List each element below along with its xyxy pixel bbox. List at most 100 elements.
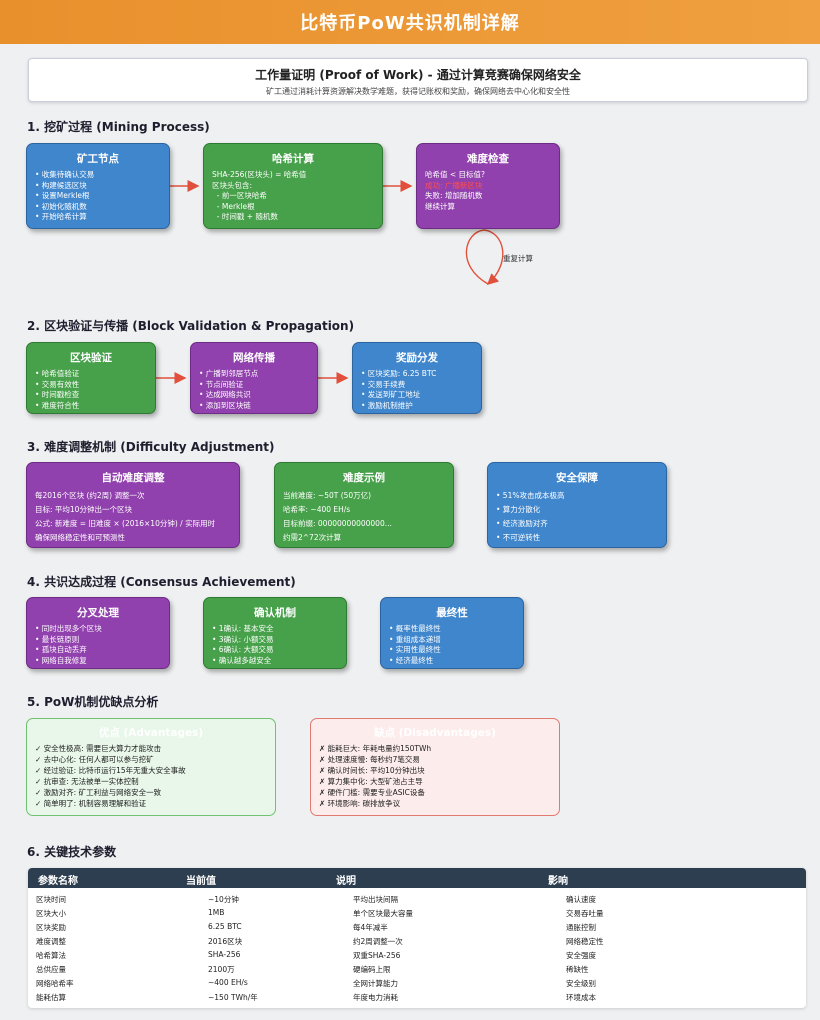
box-line: 每2016个区块 (约2周) 调整一次 xyxy=(35,491,145,500)
box-line: • 6确认: 大额交易 xyxy=(212,645,274,654)
col-header: 当前值 xyxy=(186,876,216,887)
table-row: 区块时间~10分钟平均出块间隔确认速度 xyxy=(28,892,806,906)
box-line: 哈希率: ~400 EH/s xyxy=(283,505,351,514)
box-title: 矿工节点 xyxy=(77,153,119,165)
box-line: • 算力分散化 xyxy=(496,505,541,514)
intro-card: 工作量证明 (Proof of Work) - 通过计算竞赛确保网络安全 矿工通… xyxy=(28,58,808,102)
hash-calc-box: 哈希计算 SHA-256(区块头) = 哈希值 区块头包含: - 前一区块哈希 … xyxy=(203,143,383,229)
fork-handling-box: 分叉处理 • 同时出现多个区块 • 最长链原则 • 孤块自动丢弃 • 网络自我修… xyxy=(26,597,170,669)
box-line: • 哈希值验证 xyxy=(35,369,80,378)
box-line: • 交易有效性 xyxy=(35,379,80,389)
box-line: • 网络自我修复 xyxy=(35,655,87,665)
advantage-item: ✓ 激励对齐: 矿工利益与网络安全一致 xyxy=(35,788,162,797)
box-line: - 时间戳 + 随机数 xyxy=(212,212,278,221)
auto-difficulty-box: 自动难度调整 每2016个区块 (约2周) 调整一次 目标: 平均10分钟出一个… xyxy=(26,462,240,548)
box-title: 难度示例 xyxy=(343,472,385,484)
miner-node-box: 矿工节点 • 收集待确认交易 • 构建候选区块 • 设置Merkle根 • 初始… xyxy=(26,143,170,229)
box-line: • 不可逆转性 xyxy=(496,533,541,542)
box-line: • 节点间验证 xyxy=(199,379,244,389)
advantage-item: ✓ 经过验证: 比特币运行15年无重大安全事故 xyxy=(35,766,186,775)
box-line: • 开始哈希计算 xyxy=(35,212,87,221)
box-line: • 交易手续费 xyxy=(361,379,406,389)
box-line: 确保网络稳定性和可预测性 xyxy=(35,533,125,542)
box-line: - Merkle根 xyxy=(212,201,255,211)
box-line: 区块头包含: xyxy=(212,180,253,190)
advantage-item: ✓ 去中心化: 任何人都可以参与挖矿 xyxy=(35,755,154,764)
difficulty-example-box: 难度示例 当前难度: ~50T (50万亿) 哈希率: ~400 EH/s 目标… xyxy=(274,462,454,548)
table-cell: 确认速度 xyxy=(566,895,596,904)
table-cell: 区块奖励 xyxy=(36,923,66,932)
box-line: • 激励机制维护 xyxy=(361,400,413,410)
table-cell: ~400 EH/s xyxy=(208,978,248,987)
section-heading: 5. PoW机制优缺点分析 xyxy=(27,695,159,709)
loop-label: 重复计算 xyxy=(503,254,533,263)
col-header: 参数名称 xyxy=(38,876,78,887)
table-cell: 1MB xyxy=(208,908,225,917)
confirmation-box: 确认机制 • 1确认: 基本安全 • 3确认: 小额交易 • 6确认: 大额交易… xyxy=(203,597,347,669)
box-line: • 广播到邻居节点 xyxy=(199,369,259,378)
section-heading: 6. 关键技术参数 xyxy=(27,845,117,859)
box-title: 确认机制 xyxy=(254,607,296,619)
table-cell: 平均出块间隔 xyxy=(353,895,398,904)
difficulty-check-box: 难度检查 哈希值 < 目标值? 成功: 广播新区块 失败: 增加随机数 继续计算 xyxy=(416,143,560,229)
table-cell: 难度调整 xyxy=(36,937,66,946)
table-cell: 安全级别 xyxy=(566,979,596,988)
finality-box: 最终性 • 概率性最终性 • 重组成本递增 • 实用性最终性 • 经济最终性 xyxy=(380,597,524,669)
table-cell: 交易吞吐量 xyxy=(566,909,604,918)
col-header: 说明 xyxy=(336,876,356,887)
table-cell: 约2周调整一次 xyxy=(353,937,403,946)
box-line: • 初始化随机数 xyxy=(35,201,87,211)
box-line: • 收集待确认交易 xyxy=(35,170,95,179)
box-line: 失败: 增加随机数 xyxy=(425,191,483,200)
table-cell: 能耗估算 xyxy=(36,993,66,1002)
box-title: 分叉处理 xyxy=(77,607,119,619)
table-cell: 网络哈希率 xyxy=(36,979,74,988)
advantage-item: ✓ 简单明了: 机制容易理解和验证 xyxy=(35,799,147,808)
box-line: • 实用性最终性 xyxy=(389,645,441,654)
table-cell: ~150 TWh/年 xyxy=(208,993,258,1002)
table-cell: SHA-256 xyxy=(208,950,241,959)
table-cell: 2016区块 xyxy=(208,937,243,946)
box-line: • 孤块自动丢弃 xyxy=(35,645,87,654)
table-header: 参数名称 当前值 说明 影响 xyxy=(28,868,806,888)
table-cell: 稀缺性 xyxy=(566,965,589,974)
disadvantage-item: ✗ 确认时间长: 平均10分钟出块 xyxy=(319,766,425,775)
box-line: • 添加到区块链 xyxy=(199,400,251,410)
table-cell: 硬编码上限 xyxy=(353,965,391,974)
col-header: 影响 xyxy=(548,876,568,887)
page-title-banner: 比特币PoW共识机制详解 xyxy=(0,0,820,44)
table-cell: 通胀控制 xyxy=(566,923,596,932)
box-line: • 确认越多越安全 xyxy=(212,655,272,665)
box-line: 当前难度: ~50T (50万亿) xyxy=(283,491,372,500)
box-line: 公式: 新难度 = 旧难度 × (2016×10分钟) / 实际用时 xyxy=(35,519,216,528)
box-line: • 1确认: 基本安全 xyxy=(212,624,274,633)
box-line: • 51%攻击成本极高 xyxy=(496,491,565,500)
box-title: 自动难度调整 xyxy=(101,472,165,484)
table-cell: 双重SHA-256 xyxy=(353,951,401,960)
intro-title: 工作量证明 (Proof of Work) - 通过计算竞赛确保网络安全 xyxy=(255,68,581,82)
box-line: 继续计算 xyxy=(425,201,455,211)
disadvantages-box: 缺点 (Disadvantages) ✗ 能耗巨大: 年耗电量约150TWh ✗… xyxy=(310,718,560,816)
table-cell: 单个区块最大容量 xyxy=(353,909,413,918)
section-heading: 3. 难度调整机制 (Difficulty Adjustment) xyxy=(27,440,275,454)
box-title: 难度检查 xyxy=(467,153,509,165)
section-heading: 4. 共识达成过程 (Consensus Achievement) xyxy=(27,575,296,589)
advantage-item: ✓ 抗审查: 无法被单一实体控制 xyxy=(35,777,139,786)
box-title: 区块验证 xyxy=(70,352,112,364)
table-cell: 安全强度 xyxy=(566,951,596,960)
box-title: 网络传播 xyxy=(233,352,275,364)
box-line: • 难度符合性 xyxy=(35,400,80,410)
box-line: 哈希值 < 目标值? xyxy=(425,170,486,179)
intro-subtitle: 矿工通过消耗计算资源解决数学难题，获得记账权和奖励，确保网络去中心化和安全性 xyxy=(266,87,570,96)
section-heading: 1. 挖矿过程 (Mining Process) xyxy=(27,120,210,134)
network-propagation-box: 网络传播 • 广播到邻居节点 • 节点间验证 • 达成网络共识 • 添加到区块链 xyxy=(190,342,318,414)
block-validation-box: 区块验证 • 哈希值验证 • 交易有效性 • 时间戳检查 • 难度符合性 xyxy=(26,342,156,414)
disadvantage-item: ✗ 硬件门槛: 需要专业ASIC设备 xyxy=(319,788,425,797)
box-title: 哈希计算 xyxy=(272,153,314,165)
